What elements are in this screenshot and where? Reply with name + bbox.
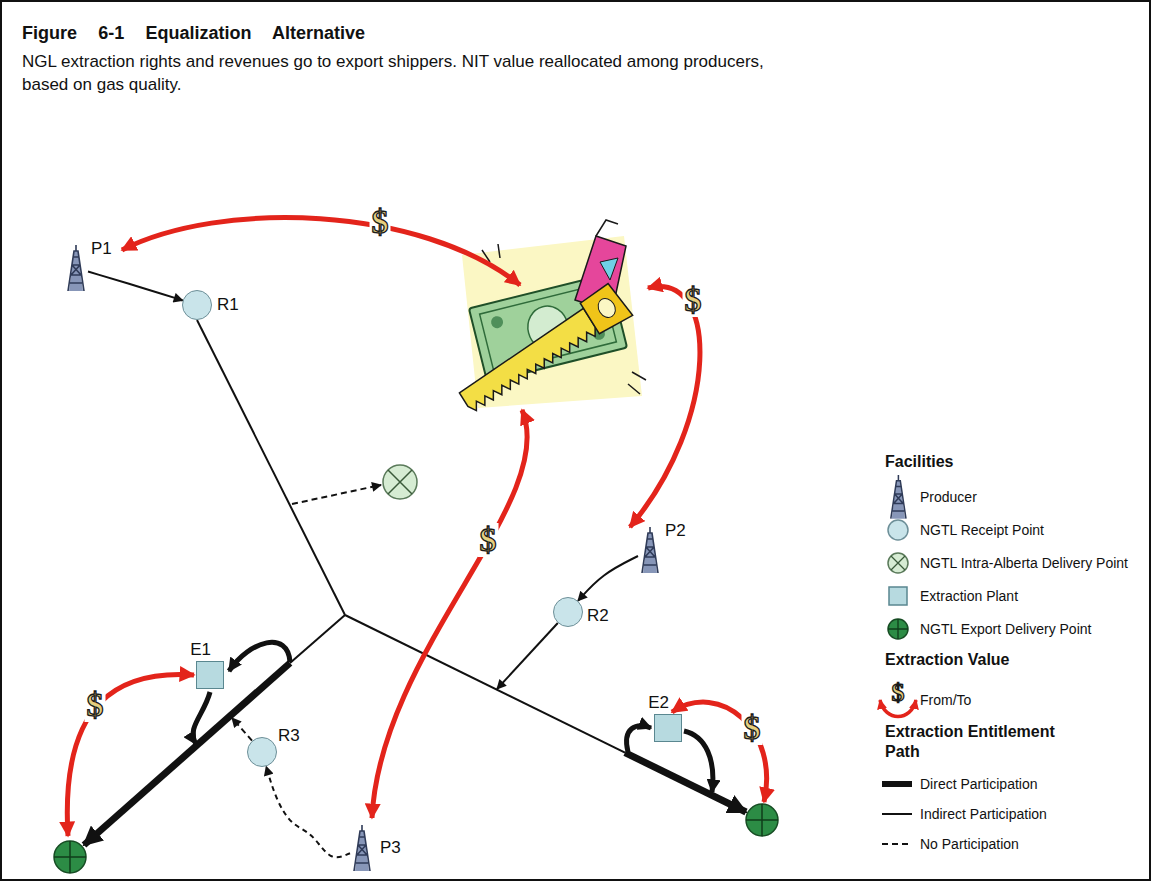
- legend-entry: Direct Participation: [920, 775, 1038, 793]
- intra-alberta-delivery-point: [383, 465, 417, 499]
- producer-symbol: [891, 475, 906, 519]
- tower-symbol: [64, 245, 88, 291]
- export-delivery-point: [746, 804, 778, 836]
- pipeline-line: [290, 615, 345, 663]
- receipt-point: R1: [182, 290, 212, 320]
- value-symbol: $: [370, 205, 391, 239]
- export-delivery-symbol: [888, 619, 908, 639]
- tower-lattice: [354, 825, 370, 871]
- receipt-point: R3: [247, 737, 277, 767]
- intra-delivery-symbol: [891, 556, 905, 570]
- money-illustration: [482, 244, 646, 394]
- pipeline-line: [197, 320, 345, 615]
- value-symbol: $: [742, 711, 763, 745]
- extraction-plant: E2: [654, 714, 682, 742]
- node-label: R3: [278, 726, 300, 746]
- export-delivery-point: [746, 804, 778, 836]
- receipt-point: R2: [553, 597, 583, 627]
- legend-entry: NGTL Intra-Alberta Delivery Point: [920, 554, 1128, 572]
- direct-line-sample: [882, 781, 912, 787]
- money-illustration: [490, 315, 505, 330]
- export-delivery-point: [54, 841, 86, 873]
- money-illustration: [452, 220, 646, 415]
- legend-entry: NGTL Receipt Point: [920, 521, 1044, 539]
- producer-icon: P3: [350, 825, 374, 871]
- extraction-loop-arrow: [193, 692, 210, 744]
- legend-heading: Extraction Value: [885, 650, 1010, 670]
- extraction-value-arrows: [67, 674, 194, 836]
- legend-value-symbol: $: [890, 680, 907, 706]
- value-symbol: $: [683, 283, 704, 317]
- tower-lattice: [642, 527, 658, 573]
- producer-symbol: [891, 475, 906, 519]
- money-illustration: [600, 258, 618, 280]
- export-delivery-point: [746, 804, 778, 836]
- node-label: E2: [648, 693, 669, 713]
- extraction-loop-arrow: [684, 731, 713, 792]
- money-illustration: [595, 295, 619, 320]
- export-delivery-point: [54, 841, 86, 873]
- pipeline-line: [345, 615, 625, 753]
- value-symbol: $: [85, 688, 106, 722]
- node-label: P2: [665, 521, 686, 541]
- no-participation-line-sample: [882, 843, 912, 845]
- export-delivery-symbol: [888, 619, 908, 639]
- tower-symbol: [350, 825, 374, 871]
- no-participation-path: [292, 485, 381, 504]
- legend-entry: NGTL Export Delivery Point: [920, 620, 1091, 638]
- node-label: R2: [587, 606, 609, 626]
- legend-entry: Extraction Plant: [920, 587, 1018, 605]
- legend-entry: From/To: [920, 691, 971, 709]
- receipt-point-symbol: [888, 520, 908, 540]
- flow-arrow: [578, 556, 638, 601]
- money-illustration: [456, 308, 599, 413]
- flow-arrow: [266, 766, 350, 857]
- extraction-value-arrows: [372, 410, 527, 818]
- intra-alberta-delivery-point: [388, 470, 412, 494]
- tower-symbol: [638, 527, 662, 573]
- indirect-line-sample: [882, 813, 912, 815]
- figure-caption: NGL extraction rights and revenues go to…: [22, 50, 812, 96]
- intra-delivery-symbol: [888, 553, 908, 573]
- figure-title: Figure 6-1 Equalization Alternative: [22, 22, 365, 44]
- extraction-loop-arrow: [229, 642, 290, 671]
- direct-participation-path: [625, 753, 746, 812]
- flow-arrow: [88, 272, 183, 301]
- export-delivery-symbol: [888, 619, 908, 639]
- value-symbol: $: [478, 523, 499, 557]
- extraction-loop-arrow: [627, 726, 651, 752]
- extraction-value-arrows: [672, 702, 767, 802]
- producer-icon: P2: [638, 527, 662, 573]
- extraction-plant: E1: [196, 661, 224, 689]
- intra-delivery-symbol: [888, 553, 908, 573]
- node-label: R1: [217, 295, 239, 315]
- intra-alberta-delivery-point: [383, 465, 417, 499]
- indirect-participation-path: [497, 623, 558, 689]
- pipeline-network: [84, 320, 746, 845]
- extraction-plant-symbol: [889, 587, 907, 605]
- no-participation-path: [232, 718, 252, 741]
- node-label: P1: [91, 239, 112, 259]
- tower-lattice: [68, 245, 84, 291]
- legend-entry: Producer: [920, 488, 977, 506]
- producer-icon: P1: [64, 245, 88, 291]
- extraction-value-arrows: [122, 218, 520, 285]
- money-illustration: [596, 220, 618, 236]
- legend-heading: Extraction Entitlement Path: [885, 722, 1075, 762]
- node-label: P3: [380, 838, 401, 858]
- money-illustration: [579, 281, 632, 335]
- legend-entry: Indirect Participation: [920, 805, 1047, 823]
- legend-heading: Facilities: [885, 452, 953, 472]
- export-delivery-point: [54, 841, 86, 873]
- legend-entry: No Participation: [920, 835, 1019, 853]
- extraction-value-arrows: [630, 287, 700, 527]
- money-illustration: [452, 281, 633, 415]
- node-label: E1: [190, 640, 211, 660]
- extraction-value-arrows: [67, 218, 766, 836]
